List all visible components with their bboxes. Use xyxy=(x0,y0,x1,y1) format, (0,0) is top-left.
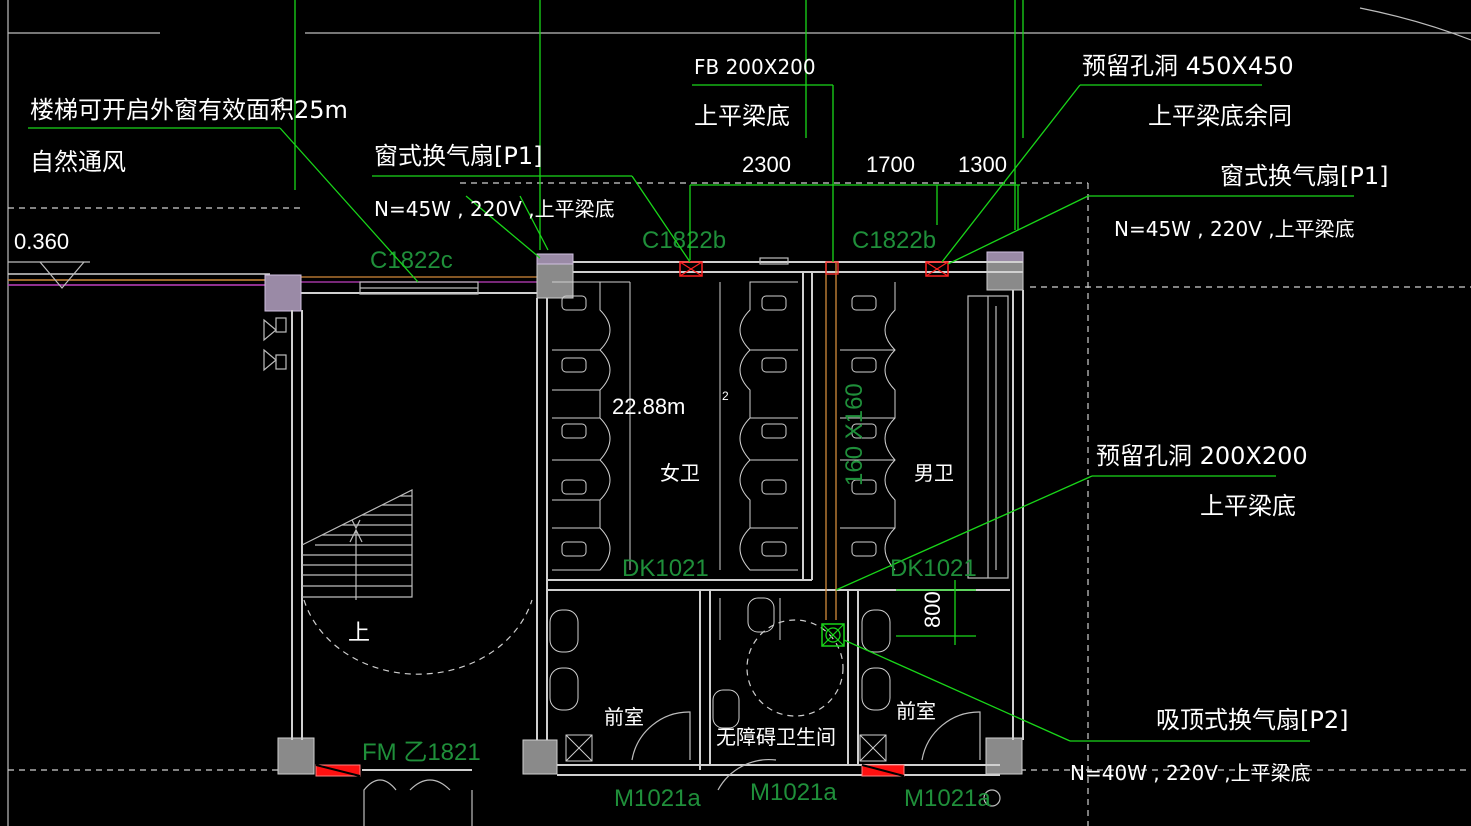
duct-size-label: 160 X160 xyxy=(841,383,868,486)
structural-columns xyxy=(264,251,1024,775)
male-wc-label: 男卫 xyxy=(914,461,954,485)
door-m1-label: M1021a xyxy=(614,785,701,812)
dimension-1300: 1300 xyxy=(958,152,1007,177)
column xyxy=(264,274,302,312)
dk-left-label: DK1021 xyxy=(622,555,709,582)
female-wc-label: 女卫 xyxy=(660,461,700,485)
red-door-right xyxy=(861,764,905,777)
ceiling-fan-p2-symbol xyxy=(821,623,845,647)
area-label: 22.88m xyxy=(612,394,685,419)
fan1-spec: N=45W , 220V ,上平梁底 xyxy=(374,197,615,221)
fb-note: 上平梁底 xyxy=(694,102,790,130)
window-b2-label: C1822b xyxy=(852,227,936,254)
room-labels: 22.88m 2 女卫 男卫 前室 前室 无障碍卫生间 xyxy=(604,389,954,749)
window-b1-label: C1822b xyxy=(642,227,726,254)
stair-window-sup: 2 xyxy=(278,95,285,109)
hole1-note: 上平梁底余同 xyxy=(1148,102,1292,130)
fan1-title: 窗式换气扇[P1] xyxy=(374,142,542,170)
column xyxy=(985,737,1023,775)
elevation-text: 0.360 xyxy=(14,229,69,254)
door-m3-label: M1021a xyxy=(904,785,991,812)
hole2-note: 上平梁底 xyxy=(1200,492,1296,520)
accessible-wc-label: 无障碍卫生间 xyxy=(716,725,836,749)
fm-door-label: FM 乙1821 xyxy=(362,739,481,766)
fan2-spec: N=45W , 220V ,上平梁底 xyxy=(1114,217,1355,241)
axis-lines xyxy=(8,182,1471,826)
fan3-spec: N=40W , 220V ,上平梁底 xyxy=(1070,761,1311,785)
women-stalls xyxy=(552,281,798,571)
elevation-mark: 0.360 xyxy=(8,229,90,289)
window-fan-p1-left: C1822b xyxy=(642,227,726,277)
vertical-duct: 160 X160 xyxy=(825,261,868,620)
window-c-label: C1822c xyxy=(370,247,453,274)
natural-ventilation-note: 自然通风 xyxy=(30,148,126,176)
anteroom-fixtures xyxy=(549,597,1001,807)
vertical-guide-lines xyxy=(294,0,1024,250)
fan2-title: 窗式换气扇[P1] xyxy=(1220,162,1388,190)
dimension-800: 800 xyxy=(920,591,945,628)
frame-lines xyxy=(7,0,1471,826)
fan3-title: 吸顶式换气扇[P2] xyxy=(1156,706,1348,734)
dimension-1700: 1700 xyxy=(866,152,915,177)
stair-up-label: 上 xyxy=(348,620,370,645)
leader-lines xyxy=(28,84,1354,742)
fb-size: FB 200X200 xyxy=(694,55,816,79)
area-sup: 2 xyxy=(722,389,729,403)
anteroom-left-label: 前室 xyxy=(604,705,644,729)
door-m2-label: M1021a xyxy=(750,779,837,806)
dimension-chain: 2300 1700 1300 800 xyxy=(689,85,1020,645)
fm-door: FM 乙1821 xyxy=(315,739,481,826)
window-c1822c: C1822c xyxy=(359,247,479,295)
column xyxy=(522,739,558,775)
stairwell: 上 xyxy=(263,298,548,740)
toilet-block-walls xyxy=(547,257,1024,776)
hole1-title: 预留孔洞 450X450 xyxy=(1082,52,1294,80)
window-fan-p1-right: C1822b xyxy=(852,227,949,277)
annotations: 楼梯可开启外窗有效面积25m 2 自然通风 窗式换气扇[P1] N=45W , … xyxy=(30,52,1388,785)
hole2-title: 预留孔洞 200X200 xyxy=(1096,442,1308,470)
men-stalls xyxy=(840,282,896,571)
element-labels: DK1021 DK1021 M1021a M1021a M1021a xyxy=(614,555,991,812)
column xyxy=(277,737,315,775)
dimension-2300: 2300 xyxy=(742,152,791,177)
dk-right-label: DK1021 xyxy=(890,555,977,582)
anteroom-right-label: 前室 xyxy=(896,699,936,723)
stair-window-note: 楼梯可开启外窗有效面积25m xyxy=(30,96,348,124)
